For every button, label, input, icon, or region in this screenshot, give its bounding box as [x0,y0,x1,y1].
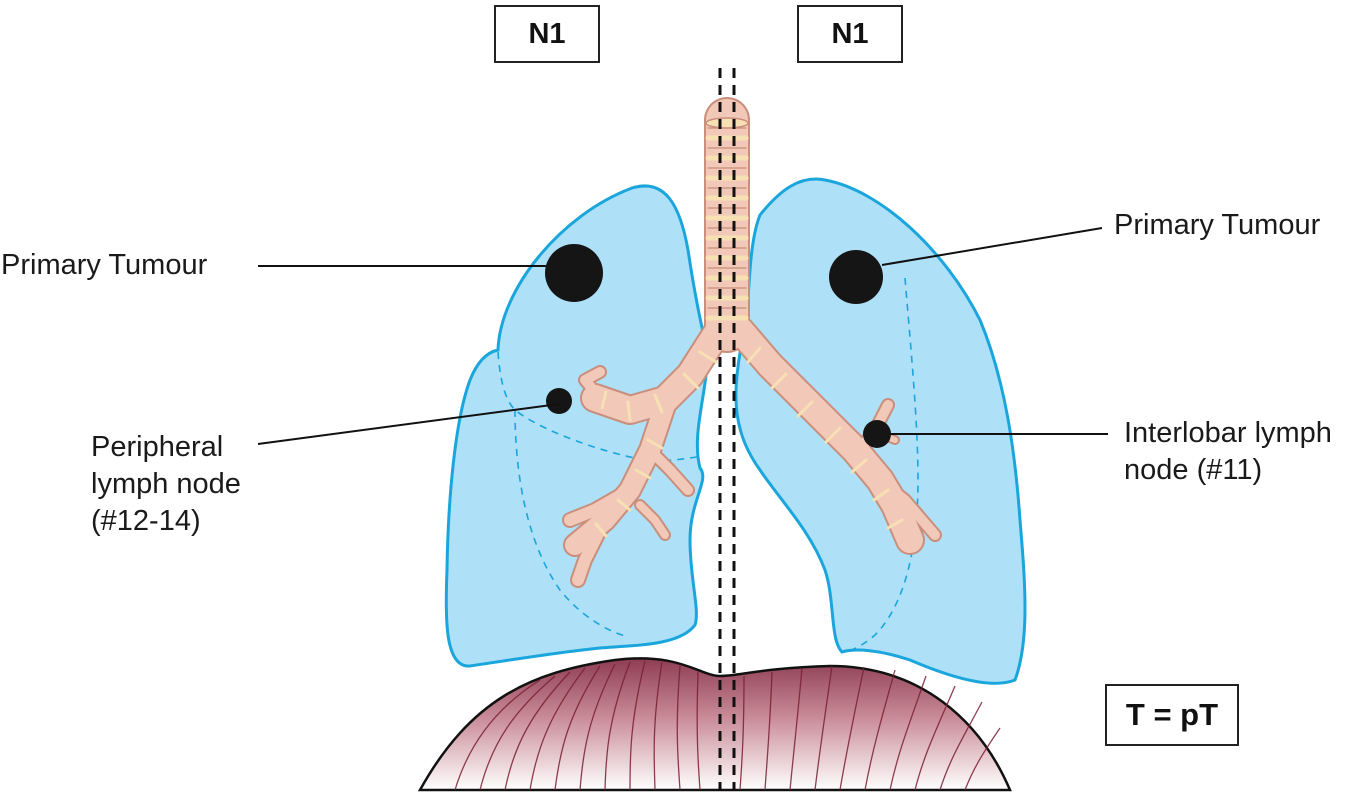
left-n-stage-box: N1 [494,5,600,63]
diaphragm [417,657,1012,792]
peripheral-label-line3: (#12-14) [91,505,201,537]
left-n-stage-text: N1 [528,17,566,50]
left-lung [444,184,709,668]
peripheral-label-line2: lymph node [91,468,241,500]
left-primary-tumour-label: Primary Tumour [1,249,208,281]
interlobar-label-line1: Interlobar lymph [1124,417,1332,449]
peripheral-label-line1: Peripheral [91,431,224,463]
t-stage-box: T = pT [1105,684,1239,746]
interlobar-label-line2: node (#11) [1124,454,1263,486]
right-primary-tumour [829,250,883,304]
right-n-stage-box: N1 [797,5,903,63]
interlobar-lymph-node [863,420,891,448]
peripheral-lymph-node-label: Peripheral lymph node (#12-14) [91,429,241,540]
right-n-stage-text: N1 [831,17,869,50]
t-stage-text: T = pT [1125,697,1219,732]
peripheral-lymph-node [546,388,572,414]
airway-tree [562,97,942,588]
leader-lines [257,227,1108,445]
midline-dashed-lines [718,68,736,790]
interlobar-lymph-node-label: Interlobar lymph node (#11) [1124,415,1332,489]
right-primary-tumour-label: Primary Tumour [1114,209,1321,241]
left-primary-tumour [545,244,603,302]
